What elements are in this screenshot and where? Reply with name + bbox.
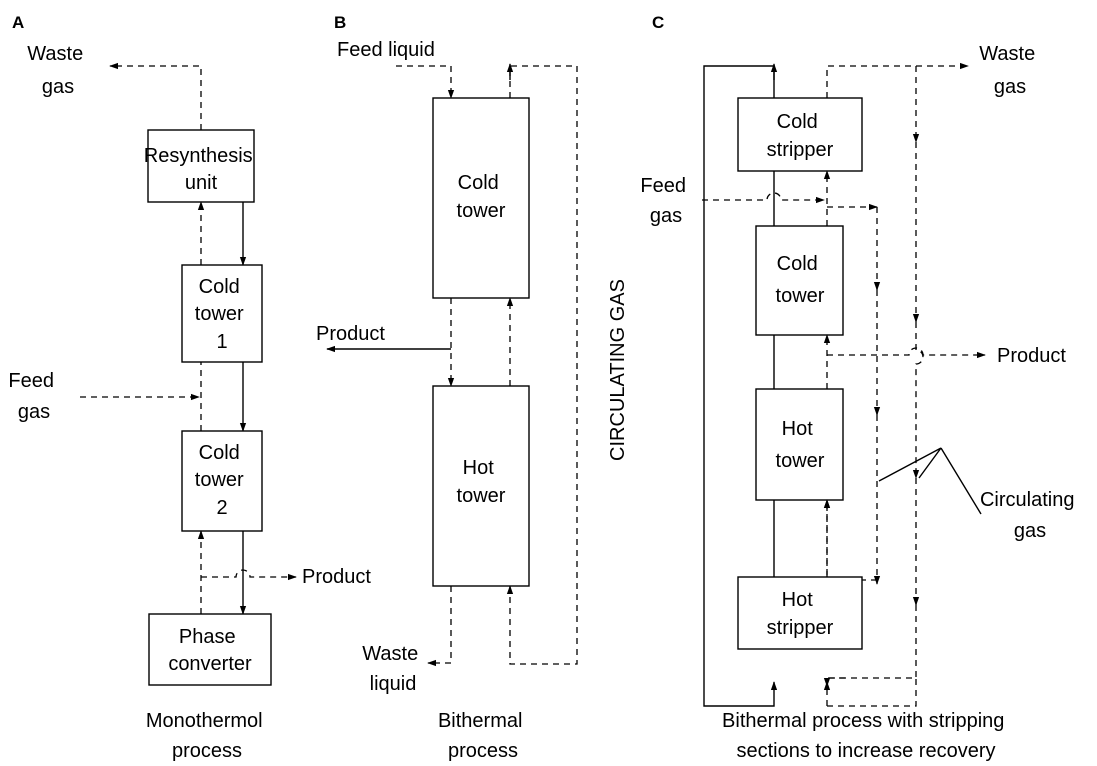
- panel-a-waste-gas-label: Waste gas: [27, 43, 89, 98]
- panel-b: B Feed liquid CIRCULATING GAS Cold tower…: [316, 13, 629, 762]
- panel-a-caption: Monothermol process: [146, 710, 268, 762]
- panel-c-hot-tower-box: [755, 388, 844, 501]
- panel-c-letter: C: [652, 13, 664, 32]
- panel-a-cold-tower-2-box: [181, 430, 263, 532]
- panel-c-cold-tower-box: [755, 225, 844, 336]
- panel-c-circulating-line-3: [912, 322, 924, 479]
- panel-a-cold-tower-2-label: Cold tower 2: [195, 442, 249, 519]
- panel-c-cold-stripper-label: Cold stripper: [767, 111, 834, 161]
- panel-c-inner-return: [823, 499, 877, 581]
- panel-b-caption: Bithermal process: [438, 710, 528, 762]
- panel-c-hot-stripper-label: Hot stripper: [767, 589, 834, 639]
- panel-b-waste-liquid-flow: [427, 586, 452, 667]
- panel-a-phase-converter-label: Phase converter: [168, 626, 252, 675]
- panel-a-feed-gas-label: Feed gas: [8, 370, 59, 423]
- panel-a-product-flow: [201, 569, 297, 581]
- panel-c: C Waste gas Cold stripper Feed gas: [640, 13, 1080, 762]
- panel-b-letter: B: [334, 13, 346, 32]
- panel-c-waste-gas-label: Waste gas: [979, 43, 1041, 98]
- panel-c-hot-stripper-box: [737, 576, 863, 650]
- panel-c-waste-gas-flow: [826, 62, 969, 98]
- panel-a-waste-gas-flow: [109, 62, 202, 130]
- panel-b-cold-tower-label: Cold tower: [457, 172, 506, 222]
- panel-b-feed-liquid-flow: [396, 65, 455, 99]
- panel-c-bottom-gas-link: [827, 678, 917, 707]
- panel-b-circulating-gas-label: CIRCULATING GAS: [607, 279, 629, 461]
- panel-a-letter: A: [12, 13, 24, 32]
- panel-c-cold-stripper-box: [737, 97, 863, 172]
- panel-c-circulating-return: [826, 605, 917, 682]
- panel-c-hot-tower-label: Hot tower: [776, 418, 825, 472]
- panel-a-cold-tower-1-box: [181, 264, 263, 363]
- panel-c-cold-tower-label: Cold tower: [776, 253, 825, 307]
- panel-b-feed-liquid-label: Feed liquid: [337, 39, 435, 61]
- panel-c-circulating-gas-label: Circulating gas: [980, 489, 1080, 542]
- panel-a-product-label: Product: [302, 566, 371, 588]
- panel-c-feed-gas-label: Feed gas: [640, 175, 691, 227]
- panel-a-resynthesis-unit-label: Resynthesis unit: [144, 145, 259, 194]
- panel-c-circulating-gas-callout: [878, 447, 982, 515]
- panel-b-cold-tower-box: [432, 97, 530, 299]
- panel-b-waste-liquid-label: Waste liquid: [362, 643, 424, 695]
- panel-a-cold-tower-1-label: Cold tower 1: [195, 276, 249, 353]
- panel-b-hot-tower-label: Hot tower: [457, 457, 506, 507]
- panel-c-hot-stripper-gas-return: [826, 677, 845, 686]
- panel-c-product-label: Product: [997, 345, 1066, 367]
- panel-c-feed-gas-flow: [702, 192, 825, 204]
- panel-a-phase-converter-box: [148, 613, 272, 686]
- panel-c-product-flow: [827, 347, 986, 359]
- panel-a: A Waste gas Resynthesis unit Cold tower …: [8, 13, 371, 762]
- panel-b-product-label: Product: [316, 323, 385, 345]
- panel-a-resynthesis-unit-box: [147, 129, 255, 203]
- panel-c-caption: Bithermal process with stripping section…: [722, 710, 1010, 762]
- panel-b-hot-tower-box: [432, 385, 530, 587]
